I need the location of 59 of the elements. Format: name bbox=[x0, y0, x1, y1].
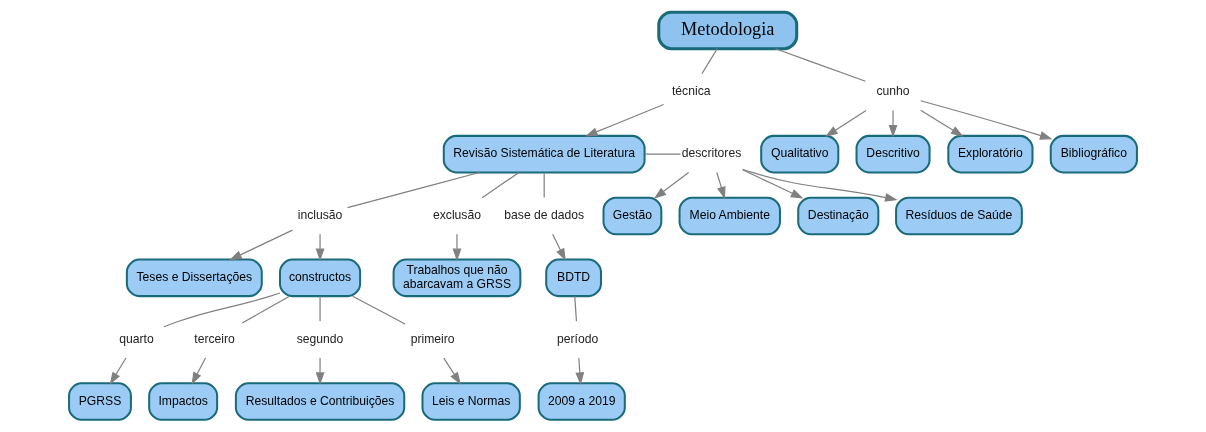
connector bbox=[701, 48, 718, 75]
node-box: Leis e Normas bbox=[421, 382, 521, 421]
arrow bbox=[585, 103, 665, 137]
node-text: quarto bbox=[119, 331, 154, 346]
arrow bbox=[888, 110, 898, 138]
node-box: Trabalhos que não abarcavam a GRSS bbox=[392, 258, 522, 298]
node-box: Resíduos de Saúde bbox=[895, 196, 1023, 236]
connector bbox=[319, 295, 321, 322]
node-box: Teses e Dissertações bbox=[125, 258, 263, 298]
node-box: Impactos bbox=[148, 382, 219, 421]
node-box: 2009 a 2019 bbox=[537, 382, 626, 421]
node-box: Meio Ambiente bbox=[678, 196, 781, 236]
node-text: período bbox=[557, 331, 599, 346]
arrow bbox=[109, 357, 127, 385]
node-box: constructos bbox=[279, 258, 362, 298]
node-box: Gestão bbox=[602, 196, 663, 236]
connector bbox=[352, 295, 406, 325]
node-box: Destinação bbox=[797, 196, 880, 236]
arrow bbox=[575, 357, 585, 385]
connector bbox=[774, 48, 867, 82]
node-text: cunho bbox=[876, 84, 910, 99]
arrow bbox=[452, 233, 462, 262]
connector bbox=[163, 292, 281, 328]
arrow bbox=[741, 169, 804, 199]
connector bbox=[241, 295, 291, 324]
connector bbox=[481, 171, 520, 199]
node-box: Exploratório bbox=[947, 134, 1034, 174]
node-box: Qualitativo bbox=[760, 134, 840, 174]
node-box: Bibliográfico bbox=[1049, 134, 1138, 174]
node-box: PGRSS bbox=[68, 382, 132, 421]
node-box: Descritivo bbox=[855, 134, 931, 174]
node-box: Resultados e Contribuições bbox=[234, 382, 406, 421]
node-text: terceiro bbox=[194, 331, 235, 346]
node-text: exclusão bbox=[432, 208, 481, 223]
node-text: técnica bbox=[671, 84, 711, 99]
node-text: descritores bbox=[681, 146, 742, 161]
arrow bbox=[653, 171, 690, 199]
arrow bbox=[443, 357, 461, 385]
connector bbox=[347, 171, 480, 209]
arrow bbox=[552, 233, 566, 262]
arrow bbox=[920, 100, 1053, 140]
node-text: primeiro bbox=[410, 331, 455, 346]
arrow bbox=[716, 171, 726, 200]
arrow bbox=[191, 357, 207, 385]
connector bbox=[644, 153, 682, 155]
node-text: inclusão bbox=[297, 208, 343, 223]
arrow bbox=[229, 229, 294, 261]
node-text: base de dados bbox=[504, 208, 585, 223]
connector bbox=[574, 295, 578, 322]
node-box: BDTD bbox=[545, 258, 602, 298]
arrow bbox=[315, 233, 325, 262]
arrow bbox=[825, 110, 867, 137]
node-text: segundo bbox=[296, 331, 344, 346]
arrow bbox=[742, 168, 898, 202]
arrow bbox=[920, 109, 964, 137]
arrow bbox=[315, 357, 325, 385]
connector bbox=[543, 171, 545, 199]
node-box: Metodologia bbox=[657, 10, 799, 51]
node-box: Revisão Sistemática de Literatura bbox=[442, 134, 646, 174]
